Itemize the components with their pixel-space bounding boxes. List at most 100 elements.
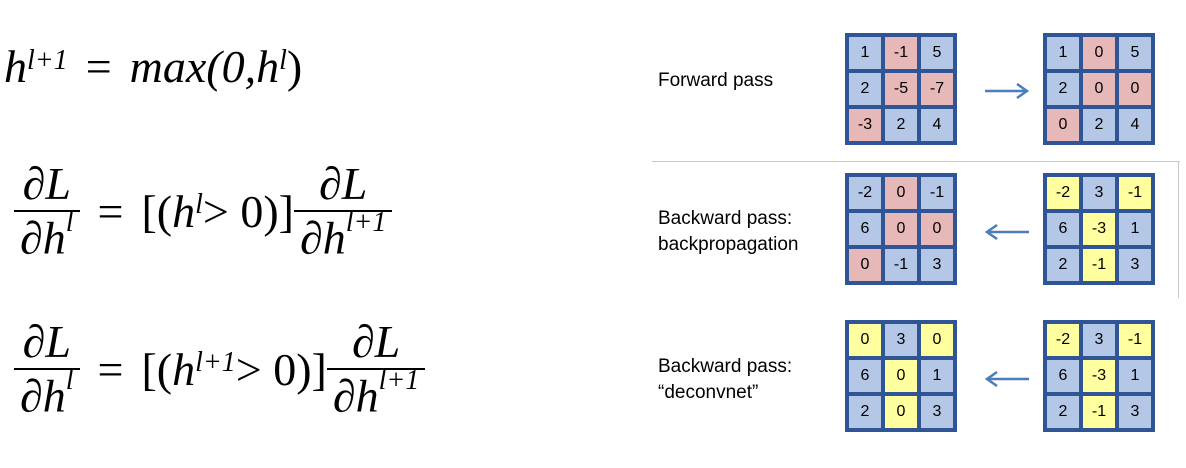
grid-cell: 2 xyxy=(885,109,917,141)
grid-cell: 0 xyxy=(885,396,917,428)
grid-cell: 0 xyxy=(849,249,881,281)
grid-cell: 2 xyxy=(1047,73,1079,105)
arrow-left-icon xyxy=(984,223,1029,241)
eq2-cond-sup: l xyxy=(195,189,203,221)
arrow-right-icon xyxy=(985,82,1030,100)
eq1-lhs-sup: l+1 xyxy=(27,44,68,76)
eq1-equals: = xyxy=(85,41,112,92)
grid-cell: 0 xyxy=(885,360,917,392)
eq2-rhs-fraction: ∂L ∂hl+1 xyxy=(293,158,393,264)
grid-cell: 4 xyxy=(921,109,953,141)
grid-cell: 3 xyxy=(885,324,917,356)
eq2-cond-base: h xyxy=(172,185,196,237)
grid-cell: 6 xyxy=(849,360,881,392)
grid-cell: 5 xyxy=(921,37,953,69)
grid-cell: 3 xyxy=(921,396,953,428)
grid-cell: 0 xyxy=(885,213,917,245)
eq3-rhs-fraction-bar xyxy=(326,368,426,371)
grid-cell: 3 xyxy=(1083,177,1115,209)
eq3-equals: = xyxy=(97,343,124,395)
grid-cell: -1 xyxy=(1119,324,1151,356)
eq3-cond-sup: l+1 xyxy=(195,347,236,379)
grid-cell: 5 xyxy=(1119,37,1151,69)
grid-cell: 3 xyxy=(1119,249,1151,281)
deconvnet-label-line1: Backward pass: xyxy=(658,356,793,377)
grid-cell: 1 xyxy=(1119,213,1151,245)
eq1-fn: max(0, xyxy=(129,41,257,92)
deconvnet-label: Backward pass: “deconvnet” xyxy=(658,354,792,406)
grid-cell: 2 xyxy=(849,73,881,105)
grid-cell: 4 xyxy=(1119,109,1151,141)
eq3-rhs-den-sup: l+1 xyxy=(378,365,420,397)
grid-cell: -1 xyxy=(1083,249,1115,281)
eq3-open: [( xyxy=(141,343,173,395)
grid-cell: -1 xyxy=(885,249,917,281)
grid-cell: -2 xyxy=(849,177,881,209)
grid-cell: 6 xyxy=(849,213,881,245)
forward-pass-label: Forward pass xyxy=(658,68,773,94)
backprop-panel-edge xyxy=(1178,161,1179,298)
grid-cell: -3 xyxy=(1083,360,1115,392)
forward-pass-text: Forward pass xyxy=(658,70,774,91)
grid-cell: 1 xyxy=(921,360,953,392)
grid-cell: 3 xyxy=(1119,396,1151,428)
backprop-label-line2: backpropagation xyxy=(658,234,799,255)
grid-cell: -1 xyxy=(1119,177,1151,209)
eq3-rhs-numerator: ∂L xyxy=(351,316,401,367)
grid-cell: 0 xyxy=(885,177,917,209)
eq1-lhs-base: h xyxy=(4,41,27,92)
eq3-lhs-fraction: ∂L ∂hl xyxy=(14,316,80,422)
grid-cell: 0 xyxy=(1047,109,1079,141)
eq1-close: ) xyxy=(286,41,303,92)
grid-cell: 1 xyxy=(849,37,881,69)
eq2-rhs-den-sup: l+1 xyxy=(345,207,387,239)
grid-cell: 0 xyxy=(1119,73,1151,105)
grid-cell: -1 xyxy=(921,177,953,209)
arrow-left-icon xyxy=(984,370,1029,388)
eq2-rhs-numerator: ∂L xyxy=(319,158,368,209)
grid-cell: 0 xyxy=(1083,37,1115,69)
grid-cell: 2 xyxy=(1047,396,1079,428)
grid-cell: -3 xyxy=(849,109,881,141)
eq2-lhs-fraction: ∂L ∂hl xyxy=(14,158,80,263)
eq2-open: [( xyxy=(141,185,173,237)
grid-cell: 0 xyxy=(1083,73,1115,105)
eq3-cond-rest: > 0)] xyxy=(235,343,327,395)
eq2-lhs-numerator: ∂L xyxy=(22,158,71,209)
grid-cell: 6 xyxy=(1047,213,1079,245)
eq3-lhs-numerator: ∂L xyxy=(22,316,71,367)
grid-cell: -5 xyxy=(885,73,917,105)
eq3-cond-base: h xyxy=(172,343,196,395)
deconvnet-label-line2: “deconvnet” xyxy=(658,382,759,403)
grid-cell: 2 xyxy=(849,396,881,428)
eq3-rhs-den-base: ∂h xyxy=(332,370,379,422)
grid-cell: 3 xyxy=(921,249,953,281)
grid-cell: 0 xyxy=(849,324,881,356)
eq3-lhs-den-base: ∂h xyxy=(20,370,66,422)
backprop-label-line1: Backward pass: xyxy=(658,208,793,229)
eq3-lhs-fraction-bar xyxy=(14,368,80,371)
eq2-rhs-den-base: ∂h xyxy=(299,212,346,264)
backprop-panel-divider xyxy=(652,161,1180,162)
eq2-lhs-den-sup: l xyxy=(65,207,74,239)
grid-cell: -1 xyxy=(1083,396,1115,428)
grid-cell: 1 xyxy=(1047,37,1079,69)
grid-cell: -7 xyxy=(921,73,953,105)
eq3-rhs-fraction: ∂L ∂hl+1 xyxy=(326,316,426,422)
grid-cell: 2 xyxy=(1047,249,1079,281)
grid-cell: -1 xyxy=(885,37,917,69)
eq2-rhs-fraction-bar xyxy=(293,210,393,213)
grid-cell: 0 xyxy=(921,324,953,356)
eq1-arg-base: h xyxy=(256,41,280,92)
grid-cell: 2 xyxy=(1083,109,1115,141)
grid-cell: -2 xyxy=(1047,177,1079,209)
